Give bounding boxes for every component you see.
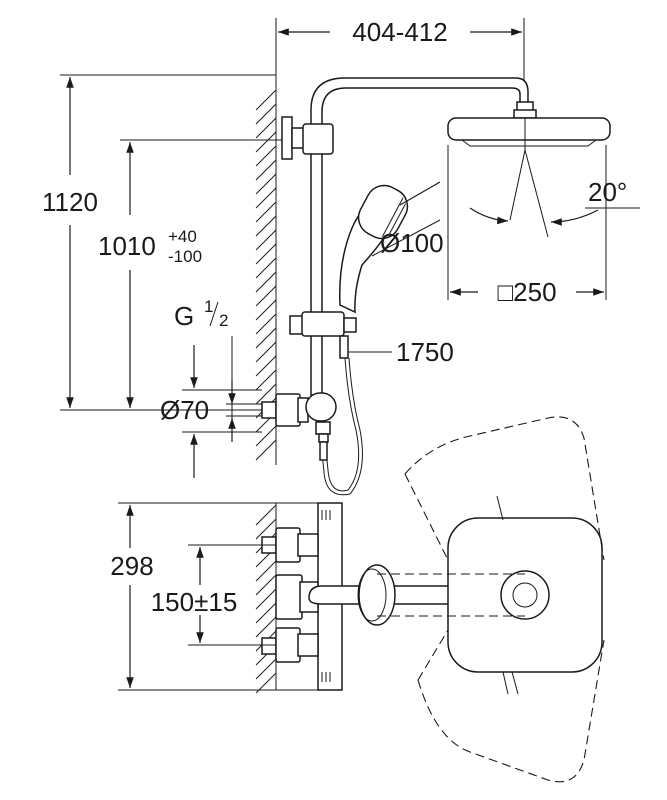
handshower-diameter-dimension: Ø100	[371, 181, 444, 258]
wall-top-view	[255, 503, 277, 694]
thermostat-side	[261, 392, 337, 461]
tilt-angle-indicator: 20°	[469, 149, 640, 238]
total-height-label: 1120	[42, 187, 98, 217]
thread-numerator-label: 1	[204, 297, 213, 316]
shower-head-top	[377, 416, 605, 783]
thread-denominator-label: 2	[219, 311, 228, 330]
flange-diameter-dimension: Ø70	[160, 345, 262, 478]
tilt-angle-label: 20°	[588, 177, 627, 207]
shower-riser	[281, 77, 537, 396]
width-range-label: 404-412	[352, 17, 447, 47]
hose-length-label: 1750	[396, 337, 454, 367]
center-distance-label: 150±15	[151, 587, 238, 617]
mount-height-main-label: 1010	[98, 231, 156, 261]
head-size-label: □250	[497, 277, 556, 307]
thermostat-height-label: 298	[110, 551, 153, 581]
flange-diameter-label: Ø70	[160, 395, 209, 425]
handshower-diameter-label: Ø100	[380, 228, 444, 258]
mount-height-minus-label: -100	[168, 247, 202, 266]
mount-height-plus-label: +40	[168, 227, 197, 246]
mount-height-dimension: 1010 +40 -100	[98, 139, 282, 408]
center-distance-dimension: 150±15	[151, 544, 276, 646]
shower-head	[447, 117, 611, 150]
shower-hose: 1750	[321, 337, 454, 496]
thread-size-dimension: G 1 2	[174, 297, 262, 442]
hand-shower	[289, 184, 409, 359]
wall-side-view	[255, 70, 277, 465]
thermostat-height-dimension: 298	[110, 502, 342, 691]
total-height-dimension: 1120	[42, 74, 276, 411]
thread-g-label: G	[174, 301, 194, 331]
head-size-dimension: □250	[447, 145, 607, 307]
